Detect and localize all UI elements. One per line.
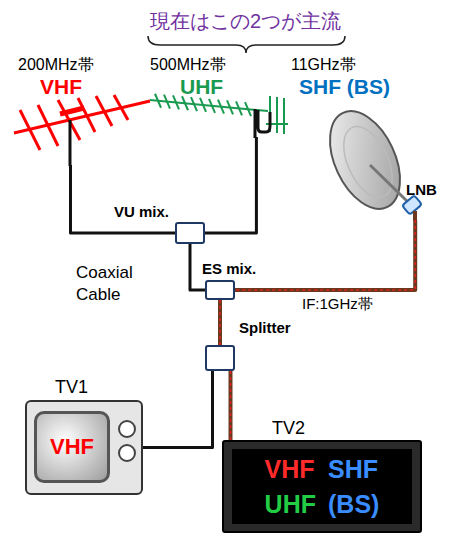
brace <box>148 36 345 53</box>
vhf-antenna: 200MHz帯VHF <box>8 55 150 165</box>
antenna-element <box>191 97 197 111</box>
node-label: ES mix. <box>202 260 256 277</box>
bs-signal-line <box>219 300 221 345</box>
coaxial-cable <box>235 220 415 290</box>
title: 現在はこの2つが主流 <box>150 8 341 35</box>
antenna-reflector <box>283 98 285 134</box>
coaxial-cable <box>205 137 256 233</box>
antenna-element <box>200 98 206 112</box>
antenna-dipole <box>60 108 84 114</box>
mixer-box: ES mix. <box>205 280 235 300</box>
tv-screen: VHF SHF UHF (BS) <box>232 449 412 524</box>
splitter-box: Splitter <box>205 345 235 371</box>
edge-label: IF:1GHz帯 <box>300 295 375 314</box>
node-text: VHF <box>265 455 316 484</box>
node-label: VU mix. <box>114 203 169 220</box>
antenna-element <box>218 100 224 114</box>
dish-rim <box>334 119 402 205</box>
node-text: VHF <box>50 434 94 460</box>
antenna-element <box>20 110 40 150</box>
bs-signal-line <box>230 371 232 440</box>
node-label: TV1 <box>55 377 88 398</box>
node-text: VHF <box>8 75 150 99</box>
cable-line <box>143 371 213 448</box>
coaxial-cable <box>230 371 231 440</box>
folded-dipole <box>255 109 270 138</box>
bs-dish: 11GHz帯SHF (BS) LNB <box>285 55 440 220</box>
mixer-box: VU mix. <box>175 222 205 244</box>
node-text: (BS) <box>328 490 379 519</box>
cable-line <box>229 371 233 440</box>
antenna-element <box>78 98 95 132</box>
bs-signal-line <box>235 220 415 290</box>
antenna-element <box>245 102 251 116</box>
node-text: SHF <box>328 455 379 484</box>
antenna-element <box>236 101 242 115</box>
node-text: SHF (BS) <box>285 75 440 99</box>
coaxial-cable <box>143 371 213 448</box>
coaxial-cable <box>220 300 221 345</box>
tv-screen: VHF <box>34 411 110 483</box>
uhf-antenna-drawing <box>150 94 288 134</box>
node-text: LNB <box>406 181 437 198</box>
node-label: 200MHz帯 <box>8 55 150 75</box>
cable-line <box>218 300 222 345</box>
node-label: Splitter <box>239 319 291 336</box>
antenna-element <box>182 96 188 110</box>
tv-set: VHFTV1 <box>25 400 143 495</box>
lnb-head <box>402 195 422 214</box>
antenna-reflector <box>276 97 278 133</box>
antenna-element <box>96 96 112 126</box>
coaxial-cable <box>71 165 176 233</box>
node-text: UHF <box>265 490 316 519</box>
cable-line <box>205 137 256 233</box>
antenna-element <box>164 95 170 109</box>
tv-knob <box>118 420 136 438</box>
antenna-element <box>209 99 215 113</box>
node-label: TV2 <box>272 418 305 439</box>
antenna-element <box>38 105 58 146</box>
antenna-stem <box>69 120 72 166</box>
antenna-element <box>227 100 233 114</box>
cable-line <box>71 165 176 233</box>
node-label: 11GHz帯 <box>285 55 440 75</box>
antenna-element <box>173 95 179 109</box>
dish-drawing <box>316 100 422 221</box>
tv-knob <box>118 444 136 462</box>
dish-reflector <box>316 100 414 220</box>
antenna-element <box>155 94 161 108</box>
cable-line <box>235 220 415 290</box>
antenna-element <box>114 95 128 120</box>
vhf-antenna-drawing <box>14 95 150 150</box>
node-text: UHF <box>148 75 287 99</box>
node-label: 500MHz帯 <box>148 55 287 75</box>
tv-set: VHFSHFUHF(BS)TV2 <box>222 440 422 533</box>
lnb-arm <box>370 165 410 204</box>
cable-label: Coaxial Cable <box>76 262 156 306</box>
lnb-cable <box>413 211 417 221</box>
uhf-antenna: 500MHz帯UHF <box>148 55 287 137</box>
